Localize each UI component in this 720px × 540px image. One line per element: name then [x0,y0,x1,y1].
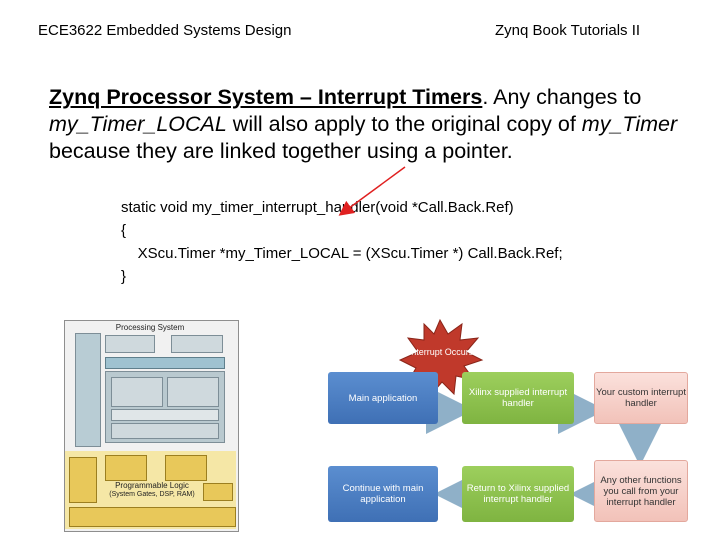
node-return-xilinx: Return to Xilinx supplied interrupt hand… [462,466,574,522]
topic-title: Zynq Book Tutorials II [495,22,641,39]
node-continue-main: Continue with main application [328,466,438,522]
pl-block-xadc [69,457,97,503]
block-ddr-ctrl [171,335,223,353]
title-part-1: . Any changes to [482,85,642,109]
node-main-application: Main application [328,372,438,424]
processing-system-diagram: Processing System Programmable Logic (Sy… [64,320,239,532]
block-app-proc [105,335,155,353]
title-italic-local: my_Timer_LOCAL [49,112,227,136]
code-line-3: XScu.Timer *my_Timer_LOCAL = (XScu.Timer… [121,245,563,262]
pl-block-gp [105,455,147,481]
course-title: ECE3622 Embedded Systems Design [38,22,292,39]
pl-block-hp [165,455,207,481]
node-xilinx-handler: Xilinx supplied interrupt handler [462,372,574,424]
title-italic-timer: my_Timer [581,112,678,136]
code-line-4: } [121,268,127,285]
pl-block-pcie [203,483,233,501]
io-peripherals-block [75,333,101,447]
title-bold: Zynq Processor System – Interrupt Timers [49,85,483,109]
node-custom-handler: Your custom interrupt handler [594,372,688,424]
block-interconnect [105,357,225,369]
ps-title: Processing System [115,323,185,332]
slide-title: Zynq Processor System – Interrupt Timers… [49,84,699,165]
block-cpu-1 [167,377,219,407]
title-part-3: because they are linked together using a… [49,139,513,163]
code-line-2: { [121,222,127,239]
block-l2-cache [111,409,219,421]
title-part-2: will also apply to the original copy of [226,112,582,136]
node-other-functions: Any other functions you call from your i… [594,460,688,522]
pl-label: Programmable Logic [115,481,189,490]
interrupt-label: Interrupt Occurs [408,346,474,357]
block-ocm [111,423,219,439]
pl-sublabel: (System Gates, DSP, RAM) [109,491,195,498]
block-cpu-0 [111,377,163,407]
pl-io-banks [69,507,236,527]
